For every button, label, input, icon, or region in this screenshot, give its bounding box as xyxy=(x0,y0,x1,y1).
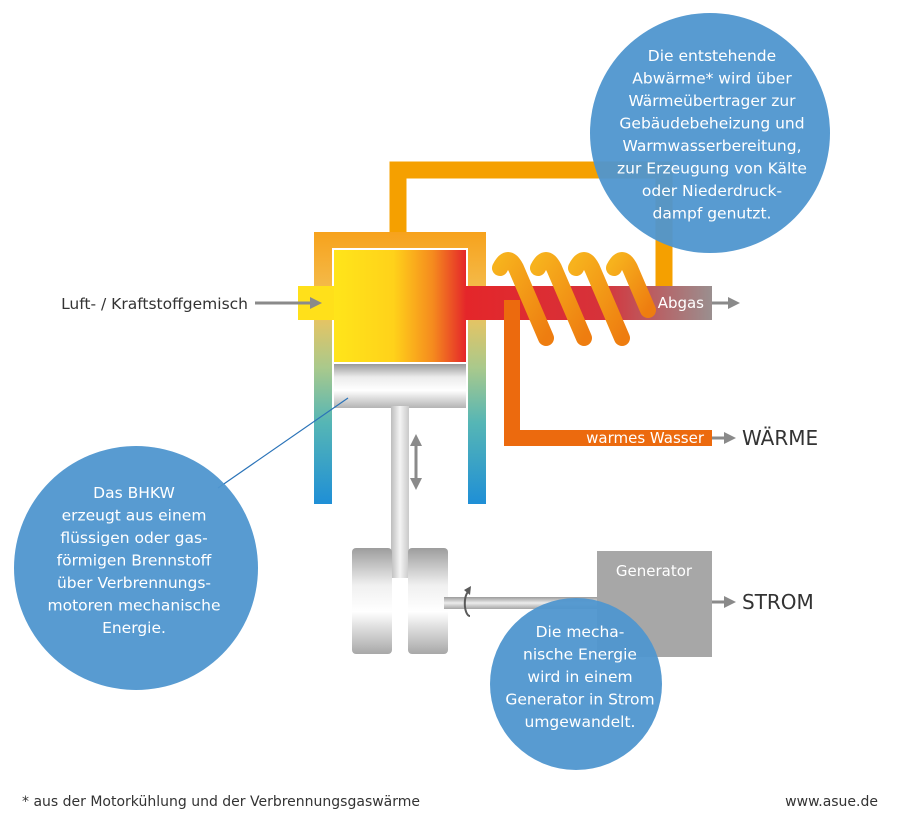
bubble-line: motoren mechanische xyxy=(47,597,220,615)
generator-label: Generator xyxy=(616,562,693,580)
bubble-line: Gebäudebeheizung und xyxy=(619,115,804,133)
bubble-line: Die mecha- xyxy=(536,623,625,641)
bubble-line: Warmwasserbereitung, xyxy=(622,137,801,155)
bubble-line: dampf genutzt. xyxy=(653,205,772,223)
heat-exchanger-coil xyxy=(492,252,656,346)
connecting-rod xyxy=(391,406,409,578)
bubble-line: Energie. xyxy=(102,619,166,637)
info-bubble-bhkw xyxy=(14,446,258,690)
bubble-line: Abwärme* wird über xyxy=(632,70,792,88)
bubble-line: umgewandelt. xyxy=(525,713,636,731)
bubble-line: zur Erzeugung von Kälte xyxy=(617,160,807,178)
bubble-line: Das BHKW xyxy=(93,484,175,502)
bubble-line: flüssigen oder gas- xyxy=(60,529,207,547)
bubble-line: über Verbrennungs- xyxy=(57,574,211,592)
bubble-line: oder Niederdruck- xyxy=(642,182,782,200)
exhaust-label: Abgas xyxy=(658,294,704,312)
website-link[interactable]: www.asue.de xyxy=(785,794,878,810)
input-arrow-icon xyxy=(255,297,322,309)
callout-line xyxy=(217,397,349,489)
heat-output-label: WÄRME xyxy=(742,426,818,450)
info-bubble-generator xyxy=(490,598,662,770)
piston xyxy=(334,364,466,408)
footnote: * aus der Motorkühlung und der Verbrennu… xyxy=(22,794,420,810)
info-bubble-bhkw-text: Das BHKW erzeugt aus einem flüssigen oder … xyxy=(47,484,220,637)
power-arrow-icon xyxy=(712,596,736,608)
up-down-arrow-icon xyxy=(410,434,422,490)
bubble-line: wird in einem xyxy=(527,668,632,686)
rotation-arrow-icon xyxy=(463,586,471,617)
bubble-line: nische Energie xyxy=(523,646,637,664)
bubble-line: Die entstehende xyxy=(648,47,776,65)
info-bubble-heat xyxy=(590,13,830,253)
bubble-line: Generator in Strom xyxy=(505,691,654,709)
exhaust-arrow-icon xyxy=(712,297,740,309)
warm-water-label: warmes Wasser xyxy=(586,429,705,447)
crank-wheel-right xyxy=(408,548,448,654)
combustion-chamber xyxy=(334,250,466,362)
power-output-label: STROM xyxy=(742,590,814,614)
input-label: Luft- / Kraftstoffgemisch xyxy=(61,295,248,313)
crank-wheel-left xyxy=(352,548,392,654)
bubble-line: förmigen Brennstoff xyxy=(57,552,212,570)
bubble-line: erzeugt aus einem xyxy=(62,507,207,525)
info-bubble-generator-text: Die mecha-nische Energie wird in einemGen… xyxy=(505,623,654,731)
bubble-line: Wärmeübertrager zur xyxy=(628,92,796,110)
heat-arrow-icon xyxy=(712,432,736,444)
warm-water-pipe xyxy=(504,300,712,446)
